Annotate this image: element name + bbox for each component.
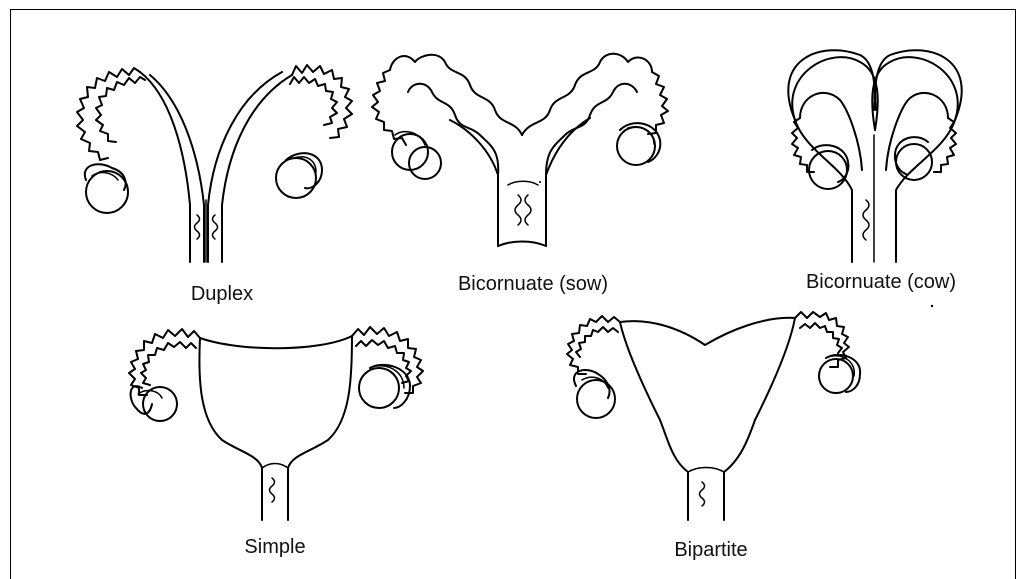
label-bicornuate-sow: Bicornuate (sow) — [458, 273, 608, 296]
simple-uterus-drawing — [129, 327, 423, 520]
bicornuate-sow-uterus-drawing — [372, 54, 668, 246]
label-duplex: Duplex — [191, 283, 253, 306]
duplex-uterus-drawing — [77, 65, 352, 262]
label-bicornuate-cow: Bicornuate (cow) — [806, 271, 956, 294]
label-simple: Simple — [244, 536, 305, 559]
bipartite-uterus-drawing — [567, 312, 860, 520]
label-bipartite: Bipartite — [674, 539, 747, 562]
bicornuate-cow-uterus-drawing — [788, 50, 961, 262]
